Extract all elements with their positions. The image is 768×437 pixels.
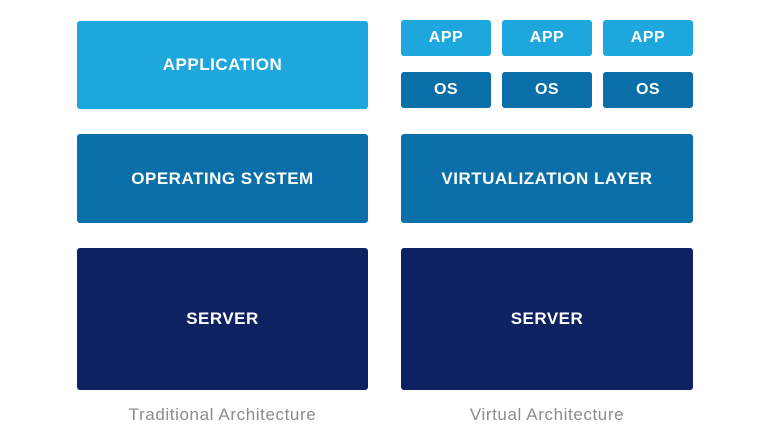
virtual-os-block-2: OS bbox=[502, 72, 592, 108]
traditional-server-block: SERVER bbox=[77, 248, 368, 390]
traditional-application-block: APPLICATION bbox=[77, 21, 368, 109]
virtualization-layer-label: VIRTUALIZATION LAYER bbox=[441, 168, 653, 188]
virtual-os-label: OS bbox=[433, 81, 459, 98]
virtual-app-label: APP bbox=[529, 29, 565, 46]
virtual-app-label: APP bbox=[428, 29, 464, 46]
traditional-server-label: SERVER bbox=[186, 309, 259, 328]
traditional-application-label: APPLICATION bbox=[162, 55, 283, 74]
virtual-server-block: SERVER bbox=[401, 248, 693, 390]
virtual-app-block-1: APP bbox=[401, 20, 491, 56]
virtual-architecture-caption: Virtual Architecture bbox=[469, 405, 625, 424]
traditional-operating-system-label: OPERATING SYSTEM bbox=[131, 168, 314, 188]
virtual-os-block-3: OS bbox=[603, 72, 693, 108]
virtual-os-block-1: OS bbox=[401, 72, 491, 108]
traditional-operating-system-block: OPERATING SYSTEM bbox=[77, 134, 368, 223]
virtual-os-label: OS bbox=[534, 81, 560, 98]
traditional-architecture-caption: Traditional Architecture bbox=[128, 405, 317, 424]
virtual-server-label: SERVER bbox=[510, 309, 584, 328]
virtual-app-label: APP bbox=[630, 29, 666, 46]
virtualization-layer-block: VIRTUALIZATION LAYER bbox=[401, 134, 693, 223]
virtual-app-block-3: APP bbox=[603, 20, 693, 56]
virtual-app-block-2: APP bbox=[502, 20, 592, 56]
virtual-os-label: OS bbox=[635, 81, 661, 98]
